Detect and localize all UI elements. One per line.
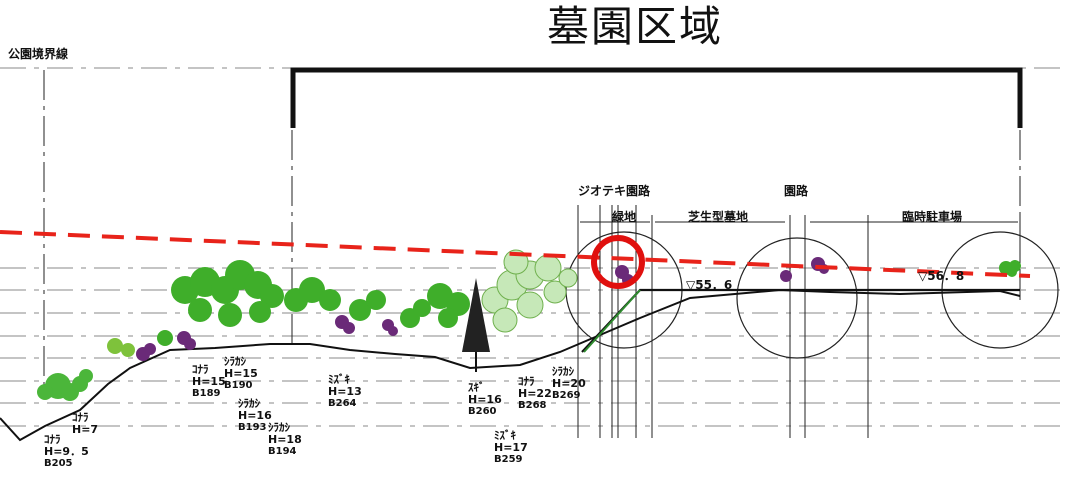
page-title: 墓園区域 (547, 2, 724, 51)
tree-id: B259 (494, 454, 523, 465)
tree-canopy (107, 338, 135, 357)
tree-label: ｼﾗｶｼ H=18 B194 (268, 422, 302, 458)
tree-canopy (136, 315, 398, 361)
tree-name: ｺﾅﾗ (44, 433, 61, 446)
zone-greenspace-label: 緑地 (612, 210, 637, 224)
park-boundary-label: 公園境界線 (8, 47, 69, 61)
tree-id: B205 (44, 458, 73, 469)
tree-label: ｼﾗｶｼ H=20 B269 (552, 366, 586, 402)
tree-label: ｼﾗｶｼ H=16 B193 (238, 398, 272, 434)
tree-name: ﾐｽﾞｷ (328, 373, 350, 386)
zone-path-label-2: 園路 (784, 184, 809, 198)
tree-name: ｼﾗｶｼ (224, 355, 246, 368)
tree-height: H=17 (494, 441, 528, 454)
highlight-circle (591, 235, 645, 289)
elevation-label-2: ▽56．8 (918, 269, 965, 283)
tree-height: H=18 (268, 433, 302, 446)
cedar-tree (462, 278, 490, 352)
tree-label: ﾐｽﾞｷ H=13 B264 (328, 374, 362, 410)
zone-lawn-cemetery-label: 芝生型墓地 (688, 210, 749, 224)
tree-canopy (157, 260, 470, 346)
elevation-label-1: ▽55．6 (686, 278, 733, 292)
tree-id: B260 (468, 406, 497, 417)
tree-id: B194 (268, 446, 297, 457)
tree-label: ｽｷﾞ H=16 B260 (468, 382, 502, 418)
reference-lines (0, 67, 1068, 427)
sightline-dashed (0, 230, 1031, 278)
tree-name: ｺﾅﾗ (518, 375, 535, 388)
tree-canopy (481, 249, 578, 333)
tree-height: H=22 (518, 387, 552, 400)
tree-height: H=7 (72, 423, 99, 436)
tree-height: H=16 (238, 409, 272, 422)
zone-path-label-1: 園路 (626, 184, 651, 198)
tree-name: ｼﾗｶｼ (238, 397, 260, 410)
tree-label: ｼﾗｶｼ H=15 B190 (224, 356, 258, 392)
tree-id: B193 (238, 422, 267, 433)
tree-height: H=15 (192, 375, 226, 388)
tree-id: B268 (518, 400, 547, 411)
tree-height: H=13 (328, 385, 362, 398)
tree-id: B190 (224, 380, 253, 391)
tree-canopy (37, 369, 93, 401)
tree-height: H=16 (468, 393, 502, 406)
tree-name: ｼﾗｶｼ (268, 421, 290, 434)
zone-parking-label: 臨時駐車場 (902, 210, 963, 224)
zone-jiotekki-label: ジオテキ (578, 184, 627, 198)
tree-height: H=20 (552, 377, 586, 390)
tree-name: ﾐｽﾞｷ (494, 429, 516, 442)
tree-label: ﾐｽﾞｷ H=17 B259 (494, 430, 528, 466)
tree-id: B189 (192, 388, 221, 399)
tree-id: B264 (328, 398, 357, 409)
tree-label: ｺﾅﾗ H=7 (72, 412, 98, 436)
tree-label: ｺﾅﾗ H=22 B268 (518, 376, 552, 412)
tree-height: H=9．5 (44, 445, 89, 458)
tree-name: ｽｷﾞ (468, 381, 485, 394)
tree-name: ｺﾅﾗ (192, 363, 209, 376)
tree-name: ｼﾗｶｼ (552, 365, 574, 378)
cemetery-zone-bracket (290, 67, 1023, 128)
tree-label: ｺﾅﾗ H=9．5 B205 (44, 434, 89, 470)
tree-canopy (999, 260, 1021, 277)
tree-id: B269 (552, 390, 581, 401)
tree-label: ｺﾅﾗ H=15 B189 (192, 364, 226, 400)
tree-height: H=15 (224, 367, 258, 380)
tree-name: ｺﾅﾗ (72, 411, 89, 424)
